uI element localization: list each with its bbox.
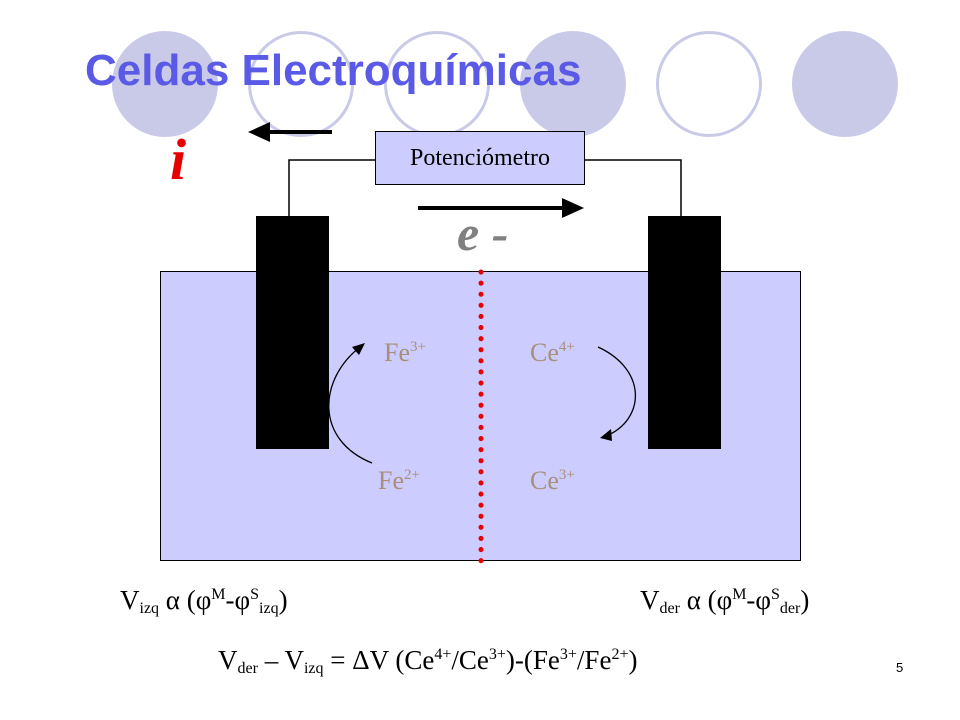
equation-right: Vder α (φM-φSder): [640, 585, 810, 617]
electron-arrow: [418, 198, 584, 218]
left-electrode: [256, 216, 329, 449]
ion-ce3: Ce3+: [530, 466, 575, 495]
decor-circle-6: [792, 31, 898, 137]
left-reaction-arrow: [328, 343, 373, 464]
current-label: i: [170, 127, 187, 192]
right-reaction-arrow: [597, 346, 636, 441]
right-electrode: [648, 216, 721, 449]
equation-left: Vizq α (φM-φSizq): [120, 585, 288, 617]
ion-ce4: Ce4+: [530, 338, 575, 367]
equation-bottom: Vder – Vizq = ΔV (Ce4+/Ce3+)-(Fe3+/Fe2+): [218, 645, 638, 677]
ion-fe2: Fe2+: [378, 466, 420, 495]
electron-label: e -: [457, 205, 509, 261]
slide-title: Celdas Electroquímicas: [85, 46, 582, 95]
decor-circle-2: [248, 31, 354, 137]
potentiometer-label: Potenciómetro: [410, 144, 550, 171]
slide-number: 5: [896, 660, 904, 675]
current-arrow: [248, 122, 332, 142]
decor-circle-4: [520, 31, 626, 137]
right-wire: [585, 159, 682, 216]
potentiometer-box: Potenciómetro: [375, 131, 585, 185]
ion-fe3: Fe3+: [384, 338, 426, 367]
decor-circle-5: [656, 31, 762, 137]
decor-circle-1: [112, 31, 218, 137]
left-wire: [288, 159, 375, 216]
